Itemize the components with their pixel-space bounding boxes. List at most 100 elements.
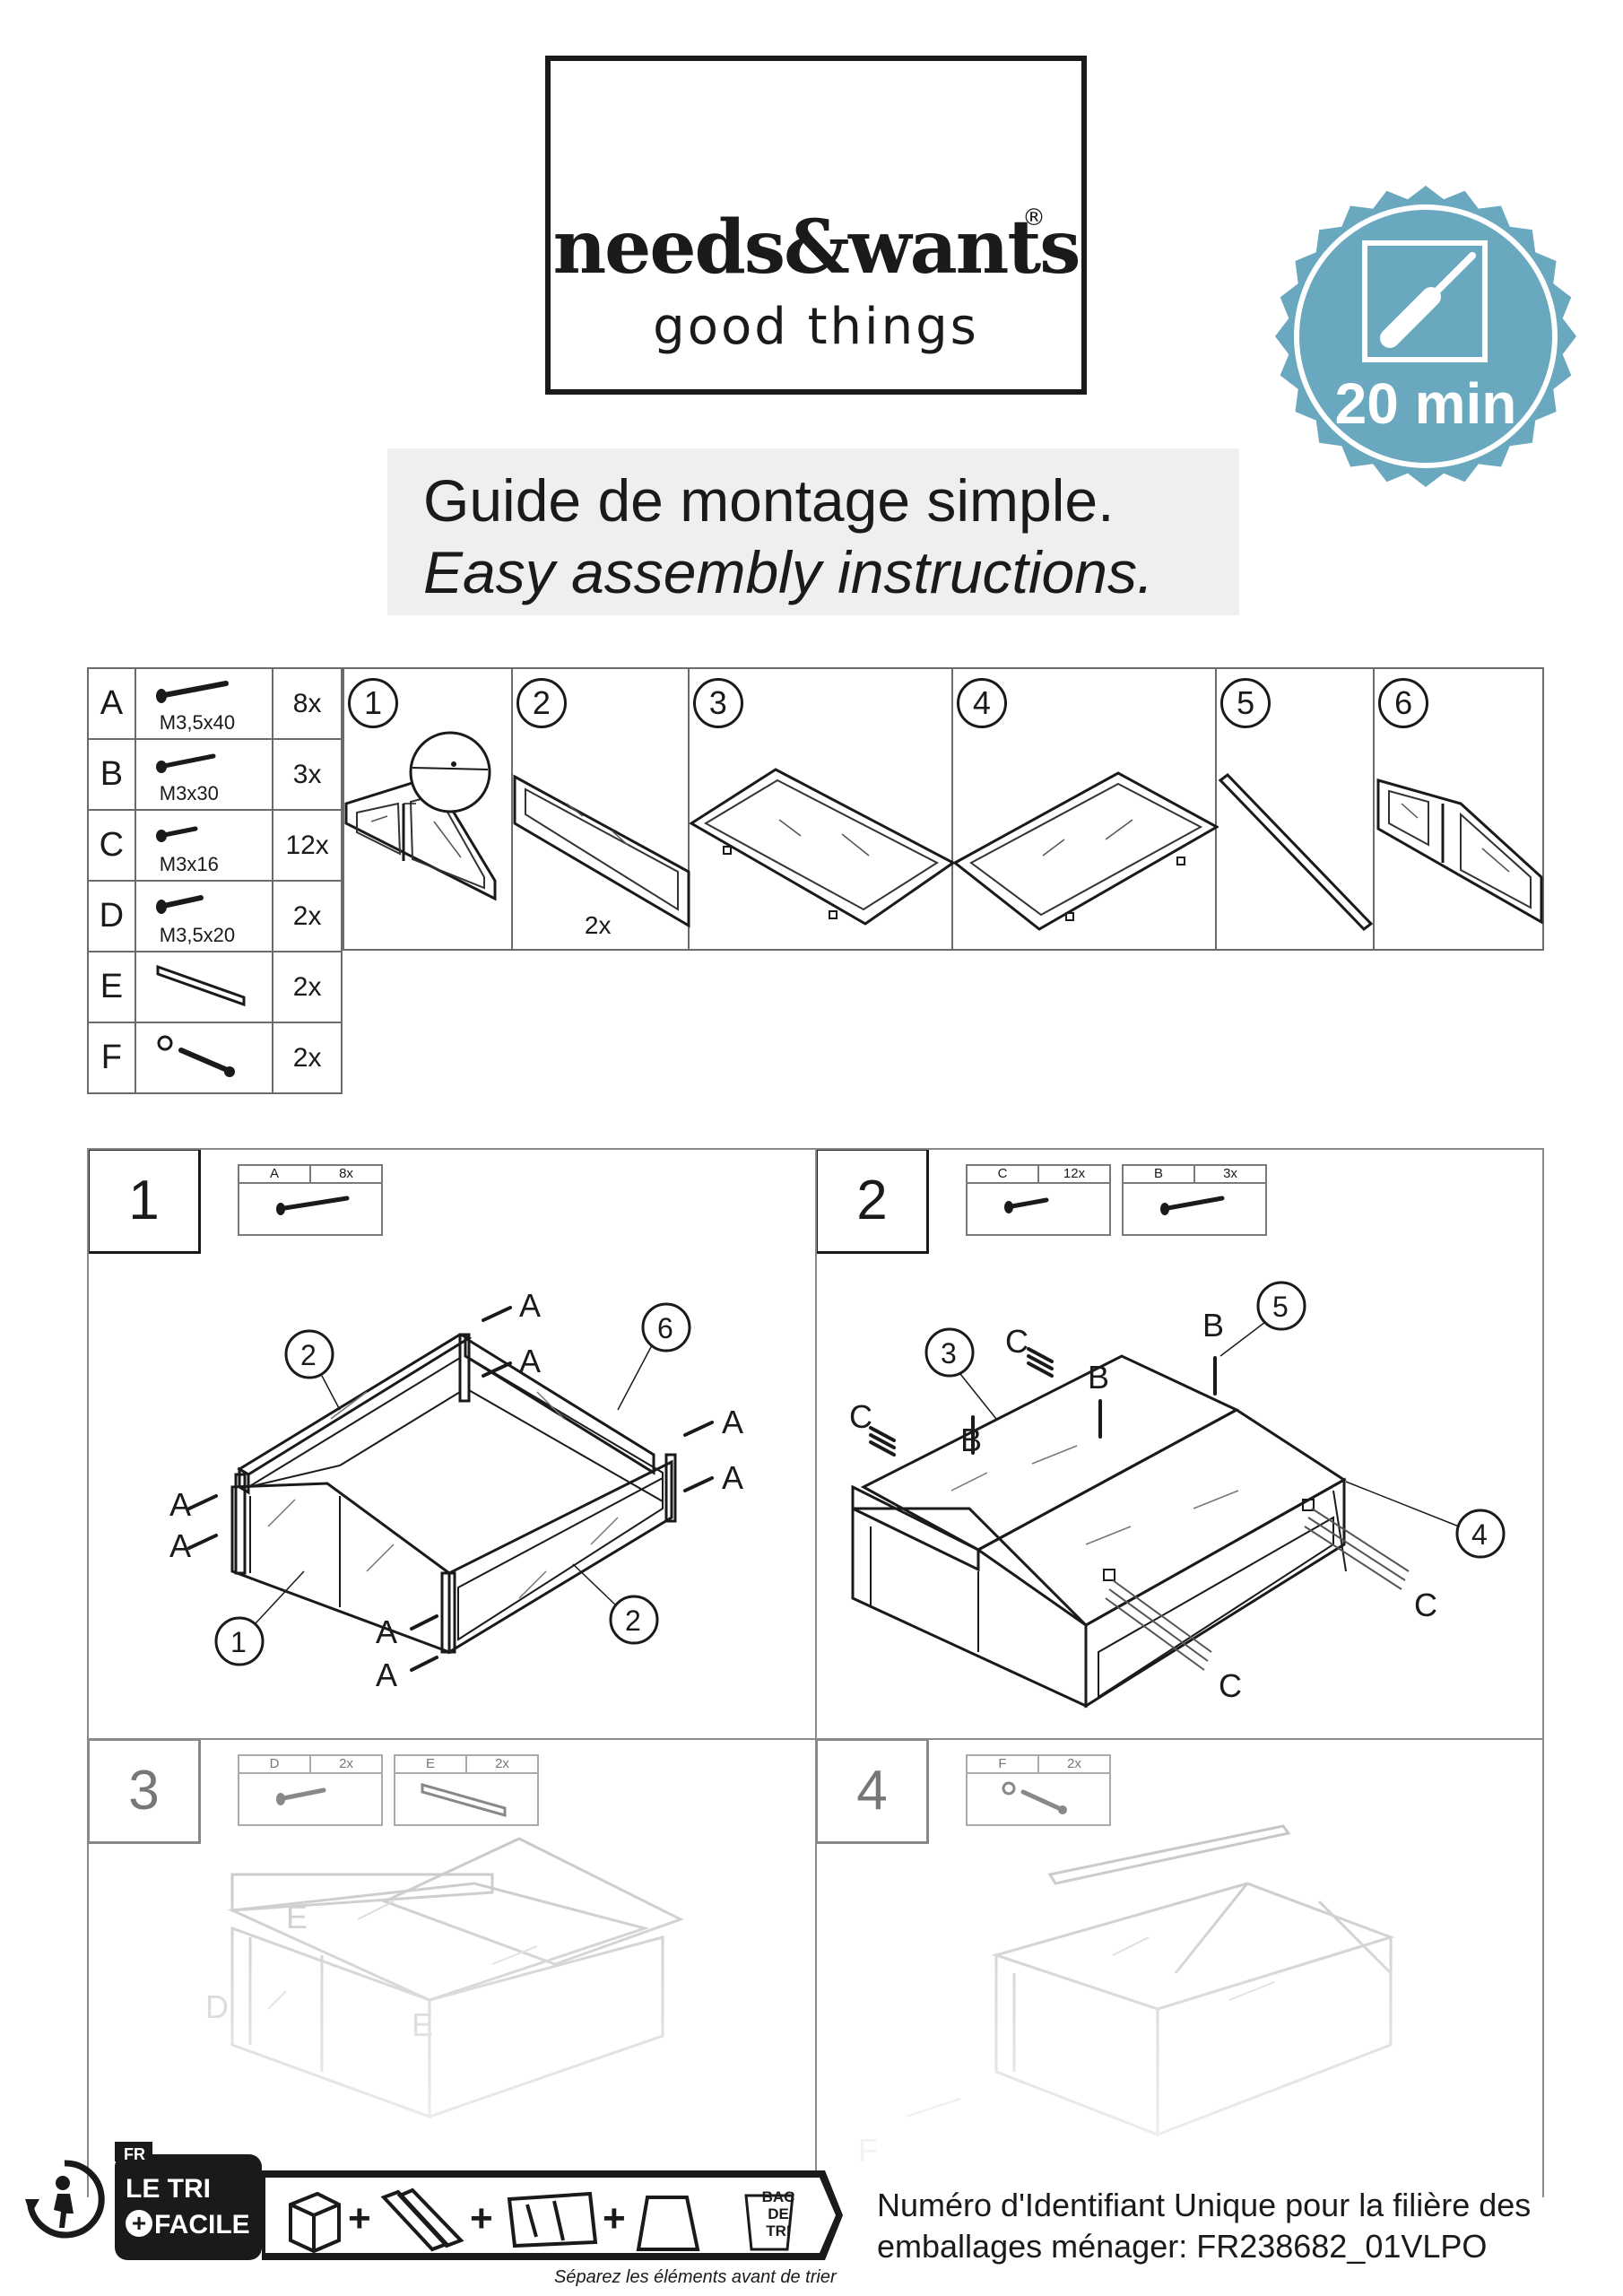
bubble-wrap-icon	[507, 2191, 598, 2248]
part-qty: 3x	[272, 738, 343, 811]
step-1-drawing: A A A A A A A A 2 6 1 2	[169, 1287, 743, 1693]
component-number: 6	[1378, 678, 1429, 728]
part-letter: A	[87, 667, 136, 740]
registered-mark: ®	[1022, 204, 1046, 231]
part-row: B M3x30 3x	[87, 738, 343, 811]
label-C: C	[1219, 1667, 1242, 1704]
part-row: C M3x16 12x	[87, 809, 343, 882]
triman-country: FR	[124, 2145, 145, 2163]
part-size: M3x16	[159, 853, 219, 875]
part-image	[134, 1022, 274, 1094]
label-B: B	[1202, 1307, 1224, 1344]
step-hardware-box: C 12x	[966, 1164, 1111, 1236]
hardware-part: C	[968, 1166, 1039, 1182]
component-panel-4: 4	[952, 667, 1219, 951]
part-row: A M3,5x40 8x	[87, 667, 343, 740]
roof-panel-drawing	[952, 771, 1219, 931]
screw-icon	[1004, 1197, 1049, 1213]
component-panels: 1 2 2x 3 4	[343, 667, 1544, 951]
component-panel-2: 2 2x	[512, 667, 690, 951]
label-B: B	[960, 1422, 982, 1458]
label-A: A	[169, 1527, 191, 1564]
part-row: D M3,5x20 2x	[87, 880, 343, 952]
title-english: Easy assembly instructions.	[423, 539, 1154, 605]
component-number: 5	[1220, 678, 1271, 728]
part-size: M3x30	[159, 782, 219, 804]
brand-name: needs&wants	[552, 204, 1081, 291]
bin-label-line: TRI	[766, 2222, 791, 2239]
part-qty: 2x	[272, 951, 343, 1023]
label-C: C	[1414, 1587, 1437, 1623]
component-panel-3: 3	[689, 667, 955, 951]
hardware-part: B	[1124, 1166, 1195, 1182]
part-qty: 2x	[272, 880, 343, 952]
hardware-part: E	[395, 1756, 467, 1772]
long-side-panel-drawing	[513, 774, 690, 928]
component-number: 3	[692, 678, 743, 728]
part-image: M3,5x20	[134, 880, 274, 952]
callout-component-1: 1	[230, 1626, 247, 1658]
component-qty: 2x	[584, 911, 612, 939]
ridge-bar-drawing	[1218, 773, 1374, 931]
wood-planks-icon	[380, 2187, 464, 2252]
sorting-note: Séparez les éléments avant de trier	[554, 2267, 837, 2287]
brand-tagline: good things	[653, 298, 979, 356]
svg-text:+: +	[603, 2196, 626, 2240]
part-size: M3,5x20	[159, 924, 236, 946]
part-letter: D	[87, 880, 136, 952]
part-image: M3x30	[134, 738, 274, 811]
step-number: 1	[89, 1150, 201, 1254]
washer-screw-icon	[157, 1035, 235, 1077]
callout-component-4: 4	[1471, 1518, 1488, 1551]
callout-component-2: 2	[300, 1339, 317, 1371]
label-A: A	[376, 1613, 397, 1650]
callout-component-3: 3	[941, 1337, 957, 1370]
screw-icon	[276, 1787, 326, 1805]
packaging-identifier-line-2: emballages ménager: FR238682_01VLPO	[877, 2228, 1488, 2265]
screw-icon	[155, 895, 204, 914]
callout-component-6: 6	[657, 1312, 673, 1344]
part-image	[134, 951, 274, 1023]
callout-component-2: 2	[625, 1605, 641, 1637]
svg-text:+: +	[348, 2196, 371, 2240]
screw-icon	[155, 826, 198, 842]
title-block: Guide de montage simple. Easy assembly i…	[387, 448, 1239, 615]
component-panel-6: 6	[1375, 667, 1544, 951]
label-C: C	[1005, 1323, 1028, 1360]
label-A: A	[519, 1343, 541, 1379]
assembly-steps: A A A A A A A A 2 6 1 2	[87, 1148, 1544, 2197]
part-letter: E	[87, 951, 136, 1023]
component-panel-1: 1	[343, 667, 513, 951]
screw-icon	[155, 681, 229, 703]
bin-label-line: DE	[768, 2205, 789, 2222]
step-3: E E D 3 D2x E2x	[87, 1738, 817, 2197]
bracket-icon	[421, 1783, 507, 1817]
hardware-qty: 12x	[1063, 1166, 1086, 1181]
bin-label: BAC DE TRI	[751, 2188, 805, 2239]
washer-screw-icon	[1002, 1781, 1067, 1814]
packaging-identifier-line-1: Numéro d'Identifiant Unique pour la fili…	[877, 2187, 1532, 2223]
hardware-part: F	[968, 1756, 1039, 1772]
side-gable-panel-drawing	[344, 731, 497, 901]
step-number: 3	[89, 1740, 201, 1844]
triman-sorting-banner: + + +	[115, 2142, 843, 2260]
label-B: B	[1088, 1359, 1109, 1396]
assembly-time: 20 min	[1334, 371, 1517, 436]
label-A: A	[169, 1486, 191, 1523]
badge-shape	[1275, 186, 1576, 487]
part-letter: B	[87, 738, 136, 811]
triman-plus-icon: +	[126, 2210, 152, 2237]
component-number: 4	[956, 678, 1007, 728]
part-row: F 2x	[87, 1022, 343, 1094]
step-4-drawing: F	[817, 1740, 1542, 2197]
part-qty: 2x	[272, 1022, 343, 1094]
side-gable-panel-drawing	[1376, 778, 1543, 925]
brand-logo: needs&wants ® good things	[545, 56, 1087, 395]
assembly-time-badge: 20 min	[1273, 184, 1578, 489]
step-number: 2	[817, 1150, 929, 1254]
callout-component-5: 5	[1272, 1291, 1289, 1323]
